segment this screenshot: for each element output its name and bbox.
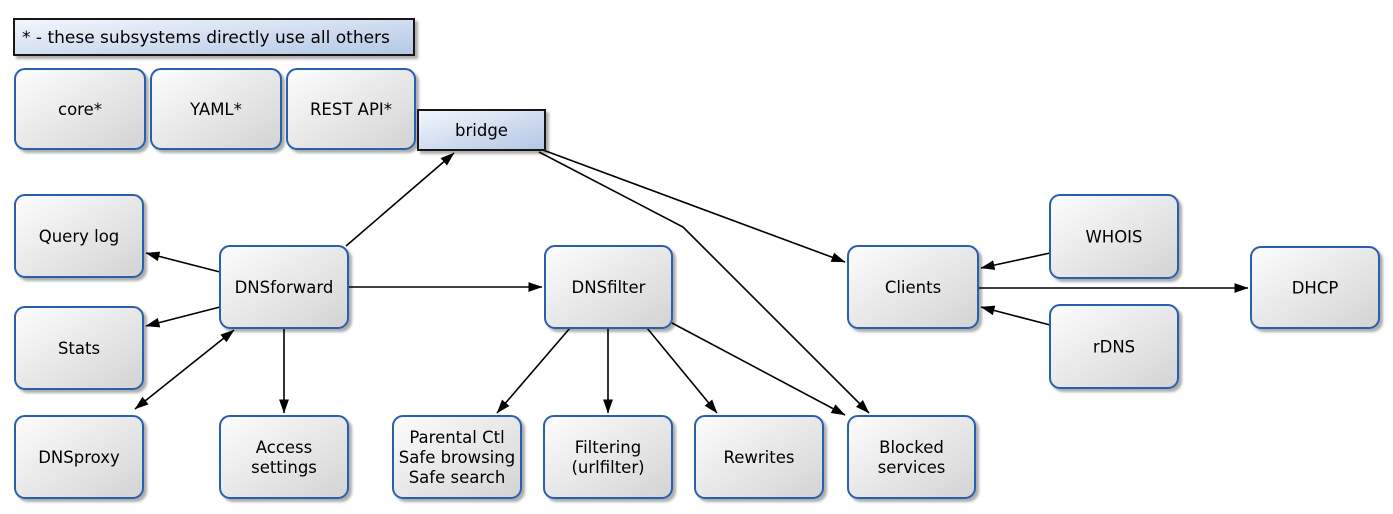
node-stats: Stats — [14, 306, 144, 390]
node-rest-api-label: REST API* — [310, 100, 392, 119]
edge-line-rdns-clients — [980, 305, 1051, 326]
edge-dnsforward-dnsproxy — [134, 329, 235, 410]
node-dnsforward: DNSforward — [219, 245, 349, 329]
edge-dnsfilter-rewrites — [646, 327, 718, 414]
edges-layer — [134, 149, 1249, 416]
node-dnsproxy-label: DNSproxy — [38, 448, 120, 467]
edge-line-dnsforward-query-log — [145, 251, 221, 273]
node-query-log-label: Query log — [39, 227, 120, 246]
edge-dnsfilter-parental — [496, 327, 571, 414]
node-dhcp: DHCP — [1250, 246, 1380, 329]
node-legend-box — [13, 18, 415, 56]
node-stats-label: Stats — [58, 339, 100, 358]
node-legend-label: * - these subsystems directly use all ot… — [22, 28, 390, 48]
node-clients-box — [847, 245, 979, 329]
edge-line-dnsfilter-rewrites — [646, 327, 718, 414]
edge-line-bridge-clients — [542, 149, 846, 263]
node-dnsproxy: DNSproxy — [14, 415, 144, 499]
node-query-log-box — [14, 194, 144, 278]
nodes-layer: * - these subsystems directly use all ot… — [13, 18, 1380, 499]
node-stats-box — [14, 306, 144, 390]
node-access-settings-box — [219, 415, 349, 499]
node-dnsfilter: DNSfilter — [544, 245, 673, 329]
node-clients: Clients — [847, 245, 979, 329]
node-dnsfilter-label: DNSfilter — [572, 278, 646, 297]
node-core-label: core* — [58, 100, 102, 119]
edge-bridge-blocked-services — [538, 151, 870, 414]
node-clients-label: Clients — [885, 278, 941, 297]
node-filtering-label: Filtering(urlfilter) — [571, 438, 644, 477]
edge-line-whois-clients — [980, 252, 1051, 270]
node-rewrites: Rewrites — [694, 415, 824, 499]
node-rdns-label: rDNS — [1093, 338, 1135, 357]
node-whois-box — [1049, 194, 1179, 279]
node-rest-api: REST API* — [286, 68, 416, 150]
node-dnsforward-label: DNSforward — [235, 278, 334, 297]
node-whois-label: WHOIS — [1085, 228, 1142, 247]
edge-whois-clients — [980, 252, 1051, 270]
node-rdns: rDNS — [1049, 304, 1179, 389]
edge-line-dnsfilter-blocked-services — [671, 322, 846, 416]
edge-rdns-clients — [980, 305, 1051, 326]
node-yaml-label: YAML* — [189, 100, 242, 119]
edge-line-dnsforward-dnsproxy — [134, 329, 235, 410]
node-core: core* — [14, 68, 146, 150]
node-filtering-box — [543, 415, 673, 499]
node-filtering: Filtering(urlfilter) — [543, 415, 673, 499]
edge-dnsfilter-blocked-services — [671, 322, 846, 416]
node-dhcp-box — [1250, 246, 1380, 329]
node-rdns-box — [1049, 304, 1179, 389]
node-blocked-services-box — [847, 415, 976, 499]
node-bridge-label: bridge — [455, 121, 508, 140]
edge-line-dnsforward-bridge — [345, 152, 455, 247]
node-rest-api-box — [286, 68, 416, 150]
node-legend: * - these subsystems directly use all ot… — [13, 18, 415, 56]
edge-dnsforward-query-log — [145, 251, 221, 273]
node-bridge-box — [417, 109, 546, 151]
edge-line-bridge-blocked-services — [538, 151, 870, 414]
node-bridge: bridge — [417, 109, 546, 151]
node-rewrites-box — [694, 415, 824, 499]
node-parental-box — [392, 415, 522, 499]
node-yaml-box — [150, 68, 282, 150]
edge-line-dnsfilter-parental — [496, 327, 571, 414]
edge-dnsforward-stats — [145, 306, 221, 328]
node-dnsproxy-box — [14, 415, 144, 499]
node-dnsforward-box — [219, 245, 349, 329]
node-query-log: Query log — [14, 194, 144, 278]
edge-dnsforward-bridge — [345, 152, 455, 247]
edge-bridge-clients — [542, 149, 846, 263]
node-dnsfilter-box — [544, 245, 673, 329]
edge-line-dnsforward-stats — [145, 306, 221, 328]
node-rewrites-label: Rewrites — [724, 448, 795, 467]
node-yaml: YAML* — [150, 68, 282, 150]
node-dhcp-label: DHCP — [1292, 279, 1339, 298]
node-core-box — [14, 68, 146, 150]
node-whois: WHOIS — [1049, 194, 1179, 279]
